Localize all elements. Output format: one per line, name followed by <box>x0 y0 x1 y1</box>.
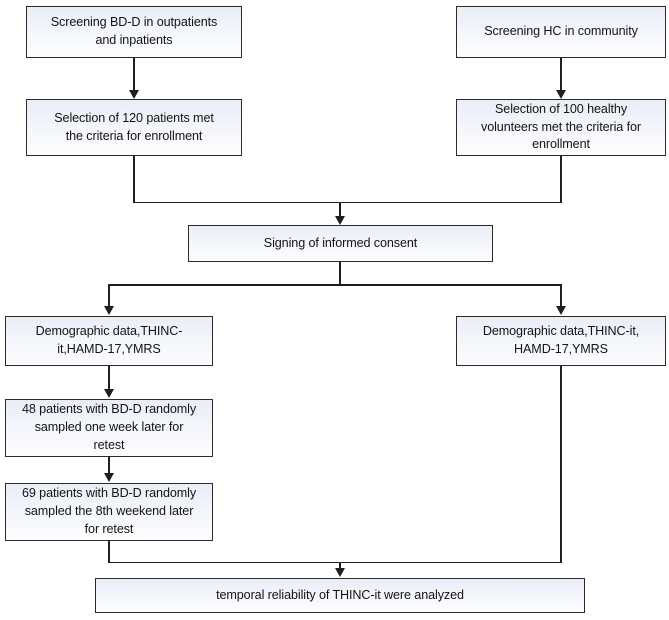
connector-screening-hc-to-selection <box>560 58 562 91</box>
node-label: Screening BD-D in outpatients and inpati… <box>50 15 218 47</box>
connector-merge-to-analysis <box>339 561 341 570</box>
arrowhead-retest48-to-retest69 <box>103 473 114 482</box>
arrowhead-merge-to-analysis <box>334 568 345 577</box>
connector-consent-split-bar <box>108 284 561 286</box>
arrowhead-split-to-demographic-right <box>555 306 566 315</box>
node-screening-bdd: Screening BD-D in outpatients and inpati… <box>26 6 242 58</box>
connector-consent-down <box>339 262 341 285</box>
node-label: 48 patients with BD-D randomly sampled o… <box>21 402 197 452</box>
arrowhead-screening-bdd-to-selection <box>128 90 139 99</box>
node-label: Demographic data,THINC- it,HAMD-17,YMRS <box>35 324 183 356</box>
arrowhead-merge-to-consent <box>334 216 345 225</box>
connector-screening-bdd-to-selection <box>133 58 135 91</box>
connector-merge-to-consent <box>339 201 341 218</box>
node-informed-consent: Signing of informed consent <box>188 225 493 262</box>
node-label: Selection of 100 healthy volunteers met … <box>481 101 641 152</box>
node-label: 69 patients with BD-D randomly sampled t… <box>21 486 197 536</box>
node-selection-patients: Selection of 120 patients met the criter… <box>26 99 242 156</box>
connector-selection-volunteers-down <box>560 156 562 203</box>
arrowhead-split-to-demographic-left <box>103 306 114 315</box>
node-selection-volunteers: Selection of 100 healthy volunteers met … <box>456 99 666 156</box>
connector-retest69-down <box>108 541 110 563</box>
connector-split-left-down <box>108 284 110 307</box>
node-retest-48: 48 patients with BD-D randomly sampled o… <box>5 399 213 457</box>
node-label: temporal reliability of THINC-it were an… <box>216 587 464 602</box>
node-screening-hc: Screening HC in community <box>456 6 666 58</box>
node-demographic-right: Demographic data,THINC-it, HAMD-17,YMRS <box>456 316 666 366</box>
arrowhead-screening-hc-to-selection <box>555 90 566 99</box>
connector-demographic-left-to-retest48 <box>108 366 110 390</box>
node-demographic-left: Demographic data,THINC- it,HAMD-17,YMRS <box>5 316 213 366</box>
connector-split-right-down <box>560 284 562 307</box>
node-label: Demographic data,THINC-it, HAMD-17,YMRS <box>482 324 640 356</box>
node-analysis: temporal reliability of THINC-it were an… <box>95 578 585 613</box>
node-label: Selection of 120 patients met the criter… <box>54 110 214 143</box>
connector-selections-merge-bar <box>133 201 562 204</box>
node-retest-69: 69 patients with BD-D randomly sampled t… <box>5 483 213 541</box>
arrowhead-demographic-left-to-retest48 <box>103 389 114 398</box>
connector-selection-patients-down <box>133 156 135 203</box>
node-label: Screening HC in community <box>484 24 638 39</box>
connector-retest48-to-retest69 <box>108 457 110 474</box>
connector-analysis-merge-bar <box>108 561 561 564</box>
connector-demographic-right-down <box>560 366 562 563</box>
node-label: Signing of informed consent <box>263 235 418 250</box>
